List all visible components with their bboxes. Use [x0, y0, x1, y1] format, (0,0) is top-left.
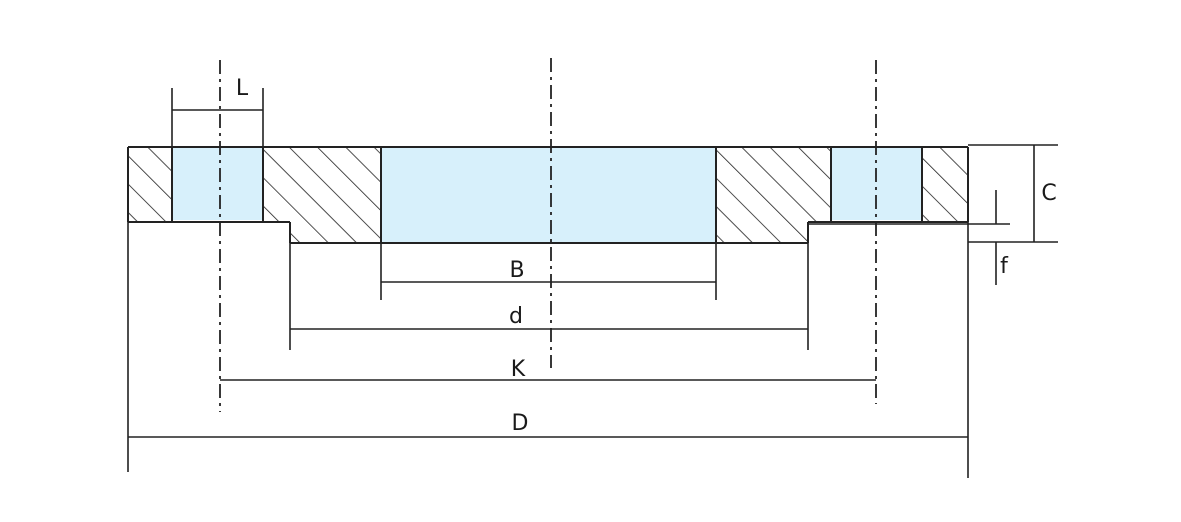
openings [173, 148, 921, 242]
bolt-hole-right [832, 148, 921, 220]
extension-lines [127, 88, 1058, 478]
label-D: D [512, 411, 529, 436]
label-f: f [1000, 254, 1009, 279]
dimension-labels: L C f B d K D [236, 76, 1057, 436]
label-K: K [511, 357, 526, 382]
hatch-left-inner [263, 147, 381, 243]
label-L: L [236, 76, 249, 101]
label-B: B [509, 258, 524, 283]
center-bore [382, 148, 715, 242]
flange-section-hatching [128, 147, 968, 243]
label-d: d [509, 304, 523, 329]
center-lines [219, 58, 877, 412]
dimension-lines [128, 109, 1035, 438]
hatch-right-outer [922, 147, 968, 221]
bolt-hole-left [173, 148, 262, 220]
flange-outline [127, 146, 969, 244]
label-C: C [1041, 181, 1056, 206]
hatch-left-outer [128, 147, 172, 221]
hatch-right-inner [716, 147, 831, 243]
